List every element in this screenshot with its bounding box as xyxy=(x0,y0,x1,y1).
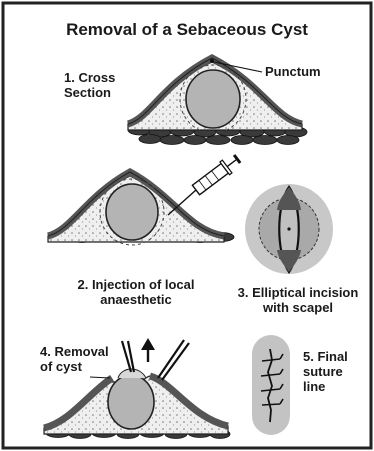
syringe-icon xyxy=(168,152,243,215)
step2-injection xyxy=(48,152,243,245)
step4-label-line2: of cyst xyxy=(40,360,109,375)
step4-label: 4. Removal of cyst xyxy=(40,345,109,375)
punctum-dot xyxy=(210,59,214,63)
step1-label: 1. Cross Section xyxy=(64,71,115,101)
step3-label-line2: with scapel xyxy=(228,301,368,316)
punctum-label: Punctum xyxy=(265,65,321,80)
step5-suture xyxy=(252,335,290,435)
step3-label: 3. Elliptical incision with scapel xyxy=(228,286,368,316)
step5-label: 5. Final suture line xyxy=(303,350,348,395)
step2-label: 2. Injection of local anaesthetic xyxy=(56,278,216,308)
step3-punctum xyxy=(287,227,290,230)
step3-label-line1: 3. Elliptical incision xyxy=(228,286,368,301)
step4-label-line1: 4. Removal xyxy=(40,345,109,360)
step2-cyst xyxy=(106,184,158,240)
step4-cyst xyxy=(108,375,154,429)
step1-label-line2: Section xyxy=(64,86,115,101)
lift-arrow-icon xyxy=(141,338,155,362)
step1-label-line1: 1. Cross xyxy=(64,71,115,86)
step1-cyst xyxy=(186,70,240,128)
step5-label-line1: 5. Final xyxy=(303,350,348,365)
step2-label-line2: anaesthetic xyxy=(56,293,216,308)
step4-pointer xyxy=(90,377,110,378)
step3-elliptical-incision xyxy=(245,184,333,274)
step4-skin-ellipse-lifted xyxy=(118,369,146,378)
step5-label-line2: suture xyxy=(303,365,348,380)
step5-label-line3: line xyxy=(303,380,348,395)
diagram-title: Removal of a Sebaceous Cyst xyxy=(0,20,374,40)
step2-label-line1: 2. Injection of local xyxy=(56,278,216,293)
